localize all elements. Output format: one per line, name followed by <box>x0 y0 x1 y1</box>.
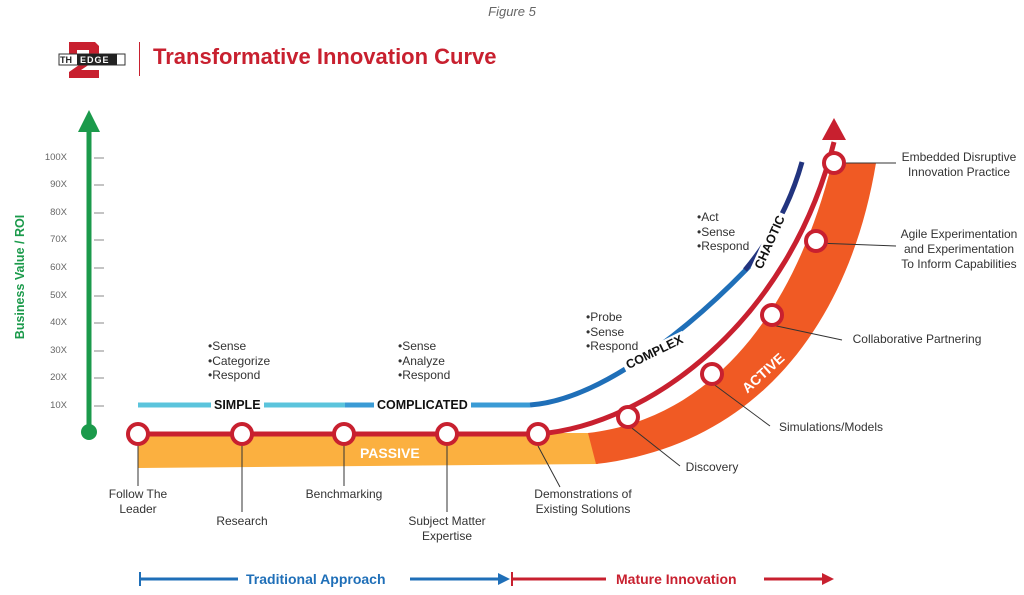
node-demonstrations <box>526 422 550 446</box>
milestone-embedded: Embedded Disruptive Innovation Practice <box>901 150 1017 179</box>
tick-label: 100X <box>44 152 67 163</box>
bullet-item: Sense <box>398 339 450 354</box>
node-benchmarking <box>332 422 356 446</box>
bullet-item: Act <box>697 210 749 225</box>
milestone-benchmarking: Benchmarking <box>305 487 383 501</box>
milestone-research: Research <box>216 514 268 528</box>
node-simulations <box>700 362 724 386</box>
milestone-simulations: Simulations/Models <box>778 420 884 434</box>
stage-label-simple: SIMPLE <box>211 398 264 412</box>
y-axis-label: Business Value / ROI <box>13 214 27 340</box>
bullet-item: Sense <box>586 325 638 340</box>
node-research <box>230 422 254 446</box>
milestone-agile: Agile Experimentation and Experimentatio… <box>900 227 1018 271</box>
y-axis-ticks <box>94 157 104 407</box>
bullet-item: Analyze <box>398 354 450 369</box>
milestone-discovery: Discovery <box>685 460 739 474</box>
bullet-item: Respond <box>586 339 638 354</box>
bullet-item: Sense <box>208 339 270 354</box>
node-follow-leader <box>126 422 150 446</box>
bullet-item: Categorize <box>208 354 270 369</box>
node-embedded <box>822 151 846 175</box>
logo-text-box: EDGE <box>80 55 110 65</box>
figure-label: Figure 5 <box>488 4 536 19</box>
tick-label: 80X <box>50 207 67 218</box>
bullet-item: Respond <box>398 368 450 383</box>
logo-text-left: TH <box>60 55 72 65</box>
curve-arrowhead <box>822 118 846 140</box>
bullet-item: Probe <box>586 310 638 325</box>
tick-label: 70X <box>50 234 67 245</box>
y-axis-origin-dot <box>81 424 97 440</box>
stage-label-complicated: COMPLICATED <box>374 398 471 412</box>
active-band <box>588 163 876 464</box>
mature-innovation-label: Mature Innovation <box>616 571 737 587</box>
chaotic-bullets: Act Sense Respond <box>697 210 749 254</box>
traditional-arrowhead <box>498 573 510 585</box>
passive-label: PASSIVE <box>360 445 420 461</box>
node-agile <box>804 229 828 253</box>
bullet-item: Respond <box>208 368 270 383</box>
milestone-nodes <box>126 151 846 446</box>
bullet-item: Respond <box>697 239 749 254</box>
tick-label: 10X <box>50 400 67 411</box>
innovation-curve <box>138 141 837 437</box>
node-subject-matter <box>435 422 459 446</box>
y-axis-arrowhead <box>78 110 100 132</box>
complicated-bullets: Sense Analyze Respond <box>398 339 450 383</box>
logo-mark <box>58 42 126 78</box>
tick-label: 50X <box>50 290 67 301</box>
tick-label: 90X <box>50 179 67 190</box>
milestone-demonstrations: Demonstrations of Existing Solutions <box>534 487 632 516</box>
tick-label: 60X <box>50 262 67 273</box>
the-edge-logo: TH EDGE <box>55 34 135 84</box>
node-discovery <box>616 405 640 429</box>
logo-divider <box>139 42 140 76</box>
bullet-item: Sense <box>697 225 749 240</box>
complex-bullets: Probe Sense Respond <box>586 310 638 354</box>
traditional-approach-label: Traditional Approach <box>246 571 386 587</box>
passive-band <box>138 433 598 468</box>
leader-lines <box>137 162 897 512</box>
node-collaborative <box>760 303 784 327</box>
mature-arrowhead <box>822 573 834 585</box>
page-title: Transformative Innovation Curve <box>153 44 497 69</box>
tick-label: 20X <box>50 372 67 383</box>
milestone-follow-leader: Follow The Leader <box>108 487 168 516</box>
tick-label: 40X <box>50 317 67 328</box>
milestone-collaborative: Collaborative Partnering <box>852 332 982 346</box>
milestone-subject-matter: Subject Matter Expertise <box>408 514 486 543</box>
tick-label: 30X <box>50 345 67 356</box>
simple-bullets: Sense Categorize Respond <box>208 339 270 383</box>
